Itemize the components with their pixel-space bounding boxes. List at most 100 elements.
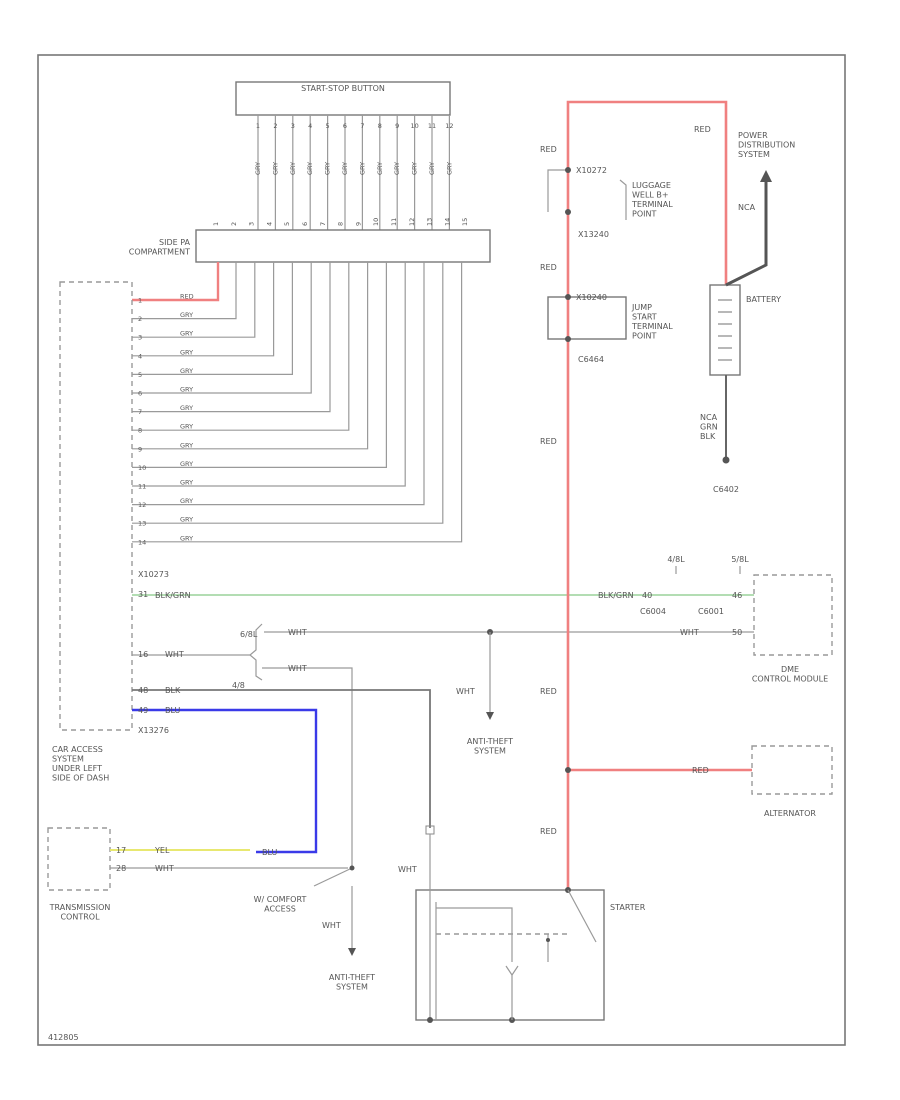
- button-wire-color: GRY: [393, 162, 401, 175]
- pin-label-17: 17: [116, 846, 126, 855]
- compartment-pin-label: 1: [212, 222, 220, 226]
- button-pin-label: 6: [343, 122, 347, 130]
- button-pin-label: 10: [410, 122, 418, 130]
- ground-arrow-icon-2: [348, 948, 356, 956]
- car-access-wire-color: GRY: [180, 460, 193, 468]
- wire-label-wht-e: WHT: [288, 664, 307, 673]
- pin-label-31: 31: [138, 590, 148, 599]
- wire-label-red-1: RED: [540, 145, 557, 154]
- car-access-pin-label: 5: [138, 371, 142, 379]
- battery-label: BATTERY: [746, 295, 781, 304]
- car-access-wire: [132, 262, 425, 506]
- compartment-pin-label: 6: [301, 222, 309, 226]
- button-pin-label: 8: [378, 122, 382, 130]
- car-access-wire-color: GRY: [180, 311, 193, 319]
- car-access-wire: [132, 262, 350, 431]
- car-access-wire-color: GRY: [180, 348, 193, 356]
- compartment-pin-label: 7: [319, 222, 327, 226]
- compartment-pin-label: 12: [408, 218, 416, 226]
- wire-label-blu-b: BLU: [262, 848, 278, 857]
- button-wire-color: GRY: [358, 162, 366, 175]
- battery-cable: [725, 180, 768, 287]
- compartment-pin-label: 8: [337, 222, 345, 226]
- car-access-wire-color: GRY: [180, 367, 193, 375]
- connector-x10273: X10273: [138, 570, 169, 579]
- car-access-pin-label: 11: [138, 483, 146, 491]
- wire-label-blu-a: BLU: [165, 706, 181, 715]
- car-access-wire: [132, 262, 406, 487]
- wire-label-yel: YEL: [154, 846, 170, 855]
- wire-label-wht-g: WHT: [322, 921, 341, 930]
- button-wire-color: GRY: [411, 162, 419, 175]
- car-access-wire: [132, 262, 237, 320]
- pin-label-48: 48: [138, 686, 148, 695]
- car-access-wire: [132, 262, 275, 357]
- starter-box: [415, 889, 605, 1021]
- wire-label-wht-h: WHT: [398, 865, 417, 874]
- compartment-pin-label: 15: [461, 218, 469, 226]
- car-access-pin-label: 13: [138, 520, 146, 528]
- wire-label-red-7: RED: [540, 827, 557, 836]
- car-access-wire: [132, 262, 256, 338]
- button-wire-color: GRY: [445, 162, 453, 175]
- car-access-pin-label: 8: [138, 427, 142, 435]
- wire-label-wht-c: WHT: [456, 687, 475, 696]
- car-access-pin-label: 1: [138, 297, 142, 305]
- start-stop-button-label: START-STOP BUTTON: [301, 84, 385, 93]
- pin-label-49: 49: [138, 706, 148, 715]
- connector-x13276: X13276: [138, 726, 169, 735]
- button-wire-color: GRY: [324, 162, 332, 175]
- car-access-wire: [132, 262, 369, 450]
- car-access-wire-color: GRY: [180, 441, 193, 449]
- pin-label-50: 50: [732, 628, 742, 637]
- jump-start-box: [547, 296, 627, 340]
- connector-c6464: C6464: [578, 355, 604, 364]
- compartment-pin-label: 14: [443, 218, 451, 226]
- side-pa-compartment-box: [195, 229, 491, 263]
- pin-label-40: 40: [642, 591, 652, 600]
- connector-x10272: X10272: [576, 166, 607, 175]
- wire-label-red-6: RED: [692, 766, 709, 775]
- button-pin-label: 11: [428, 122, 436, 130]
- button-harness-wires: 1GRY2GRY3GRY4GRY5GRY6GRY7GRY8GRY9GRY10GR…: [212, 115, 469, 230]
- connector-c6402: C6402: [713, 485, 739, 494]
- car-access-pin-label: 10: [138, 464, 146, 472]
- pin-label-28: 28: [116, 864, 126, 873]
- car-access-wire-color: GRY: [180, 534, 193, 542]
- compartment-pin-label: 10: [372, 218, 380, 226]
- button-pin-label: 9: [395, 122, 399, 130]
- wire-label-red-4: RED: [540, 437, 557, 446]
- wire-label-wht-b: WHT: [680, 628, 699, 637]
- button-pin-label: 5: [326, 122, 330, 130]
- car-access-pin-label: 12: [138, 501, 146, 509]
- transmission-control-box: [47, 827, 111, 891]
- button-pin-label: 3: [291, 122, 295, 130]
- button-pin-label: 7: [360, 122, 364, 130]
- car-access-pin-label: 14: [138, 538, 146, 546]
- button-wire-color: GRY: [376, 162, 384, 175]
- wire-label-red-5: RED: [540, 687, 557, 696]
- compartment-pin-label: 2: [230, 222, 238, 226]
- car-access-pin-label: 6: [138, 390, 142, 398]
- button-wire-color: GRY: [306, 162, 314, 175]
- compartment-pin-label: 9: [354, 222, 362, 226]
- car-access-wire-color: GRY: [180, 404, 193, 412]
- car-access-wire-color: GRY: [180, 497, 193, 505]
- marker-48b: 4/8: [232, 681, 245, 690]
- compartment-pin-label: 5: [283, 222, 291, 226]
- button-wire-color: GRY: [271, 162, 279, 175]
- connector-x10240: X10240: [576, 293, 607, 302]
- car-access-wire: [132, 262, 331, 413]
- pin-label-46: 46: [732, 591, 742, 600]
- power-distribution-arrow-icon: [760, 170, 772, 182]
- car-access-pin-label: 4: [138, 352, 142, 360]
- car-access-wire: [132, 262, 463, 543]
